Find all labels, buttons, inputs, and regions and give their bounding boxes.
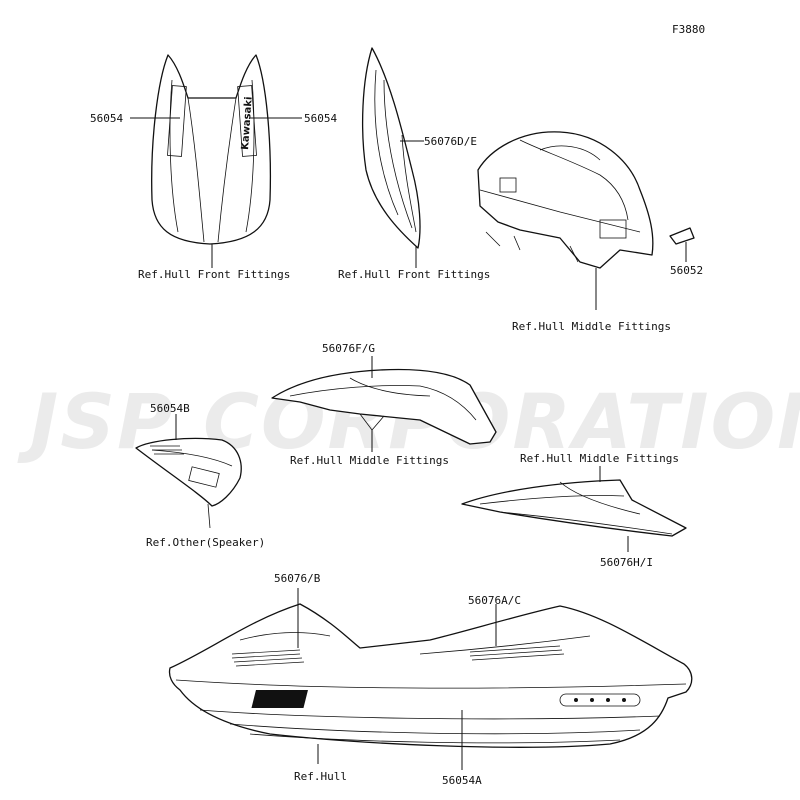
figure-code: F3880 bbox=[672, 23, 705, 36]
main-hull-part: JET SKI bbox=[168, 603, 693, 748]
hull-decal-center bbox=[469, 645, 565, 661]
rear-side-panel-part bbox=[461, 479, 687, 537]
label-56052: 56052 bbox=[670, 264, 703, 277]
label-ref-hull-middle-3: Ref.Hull Middle Fittings bbox=[520, 452, 679, 465]
jetski-logo-box bbox=[251, 690, 308, 708]
label-ref-hull-front-2: Ref.Hull Front Fittings bbox=[338, 268, 490, 281]
front-cowl-part: Kawasaki Kawasaki bbox=[151, 54, 272, 245]
label-56054-left: 56054 bbox=[90, 112, 123, 125]
label-ref-hull-front-1: Ref.Hull Front Fittings bbox=[138, 268, 290, 281]
hull-decal-left bbox=[231, 649, 305, 667]
kawasaki-decal-right: Kawasaki bbox=[240, 96, 255, 150]
label-56076fg: 56076F/G bbox=[322, 342, 375, 355]
label-56076de: 56076D/E bbox=[424, 135, 477, 148]
hull-middle-assembly-part bbox=[477, 131, 695, 269]
label-ref-hull-middle-1: Ref.Hull Middle Fittings bbox=[512, 320, 671, 333]
label-ref-hull-middle-2: Ref.Hull Middle Fittings bbox=[290, 454, 449, 467]
jetski-logo-text: JET SKI bbox=[426, 693, 471, 706]
label-56076ac: 56076A/C bbox=[468, 594, 521, 607]
label-56076b: 56076/B bbox=[274, 572, 321, 585]
label-ref-other-speaker: Ref.Other(Speaker) bbox=[146, 536, 265, 549]
speaker-cover-part bbox=[135, 437, 242, 529]
label-56054a: 56054A bbox=[442, 774, 482, 787]
hull-vent-strip bbox=[559, 693, 641, 707]
label-ref-hull: Ref.Hull bbox=[294, 770, 347, 783]
label-56076hi: 56076H/I bbox=[600, 556, 653, 569]
side-panel-part bbox=[362, 47, 421, 249]
label-56054b: 56054B bbox=[150, 402, 190, 415]
label-56054-right: 56054 bbox=[304, 112, 337, 125]
